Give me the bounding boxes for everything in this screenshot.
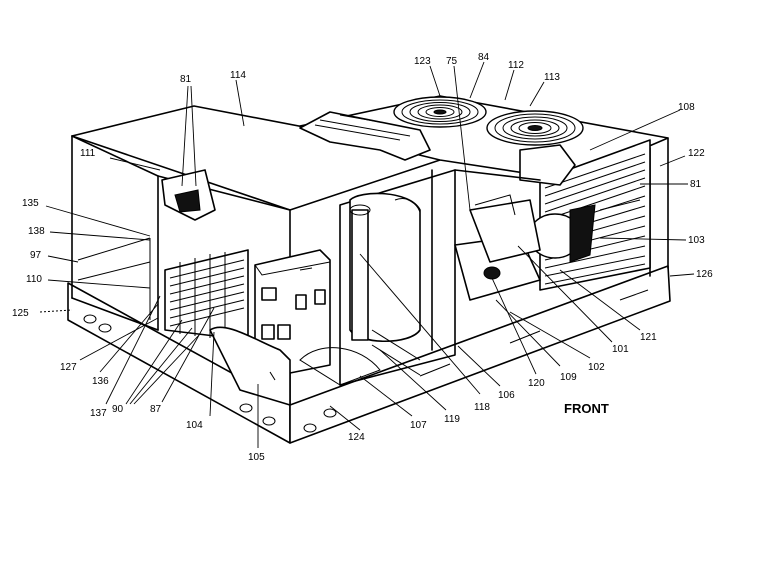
- fan-grille-rear: [393, 96, 487, 128]
- label-81-top: 81: [180, 74, 192, 85]
- front-label: FRONT: [564, 401, 609, 416]
- label-119: 119: [444, 414, 460, 425]
- label-114: 114: [230, 70, 246, 81]
- label-107: 107: [410, 420, 427, 431]
- fan-motor-assembly: [519, 144, 641, 263]
- label-138: 138: [28, 226, 45, 237]
- label-81-right: 81: [690, 179, 702, 190]
- label-97: 97: [30, 250, 42, 261]
- label-122: 122: [688, 148, 705, 159]
- part-labels: 81 114 123 75 84 112 113 108 111 122 81 …: [12, 52, 713, 463]
- center-partition: [339, 169, 541, 386]
- label-126: 126: [696, 269, 713, 280]
- label-109: 109: [560, 372, 577, 383]
- label-127: 127: [60, 362, 77, 373]
- label-121: 121: [640, 332, 657, 343]
- label-110: 110: [26, 274, 42, 285]
- label-124: 124: [348, 432, 365, 443]
- label-101: 101: [612, 344, 629, 355]
- label-90: 90: [112, 404, 124, 415]
- label-87: 87: [150, 404, 162, 415]
- label-112: 112: [508, 60, 524, 71]
- front-access-panel: [209, 326, 291, 406]
- label-113: 113: [544, 72, 560, 83]
- label-106: 106: [498, 390, 515, 401]
- fan-grille-front: [486, 110, 584, 146]
- label-125: 125: [12, 308, 29, 319]
- label-108: 108: [678, 102, 695, 113]
- label-84: 84: [478, 52, 490, 63]
- side-cutaway: [161, 169, 381, 386]
- label-123: 123: [414, 56, 431, 67]
- label-135: 135: [22, 198, 39, 209]
- label-103: 103: [688, 235, 705, 246]
- label-137: 137: [90, 408, 107, 419]
- left-frame: [71, 135, 159, 331]
- label-104: 104: [186, 420, 203, 431]
- label-111: 111: [80, 148, 96, 159]
- label-102: 102: [588, 362, 605, 373]
- base-rail: [67, 265, 671, 444]
- label-75: 75: [446, 56, 458, 67]
- label-118: 118: [474, 402, 490, 413]
- label-136: 136: [92, 376, 109, 387]
- blower-housing: [349, 192, 421, 376]
- leader-lines: [39, 61, 695, 448]
- label-120: 120: [528, 378, 545, 389]
- label-105: 105: [248, 452, 265, 463]
- cutaway-shroud: [299, 111, 431, 161]
